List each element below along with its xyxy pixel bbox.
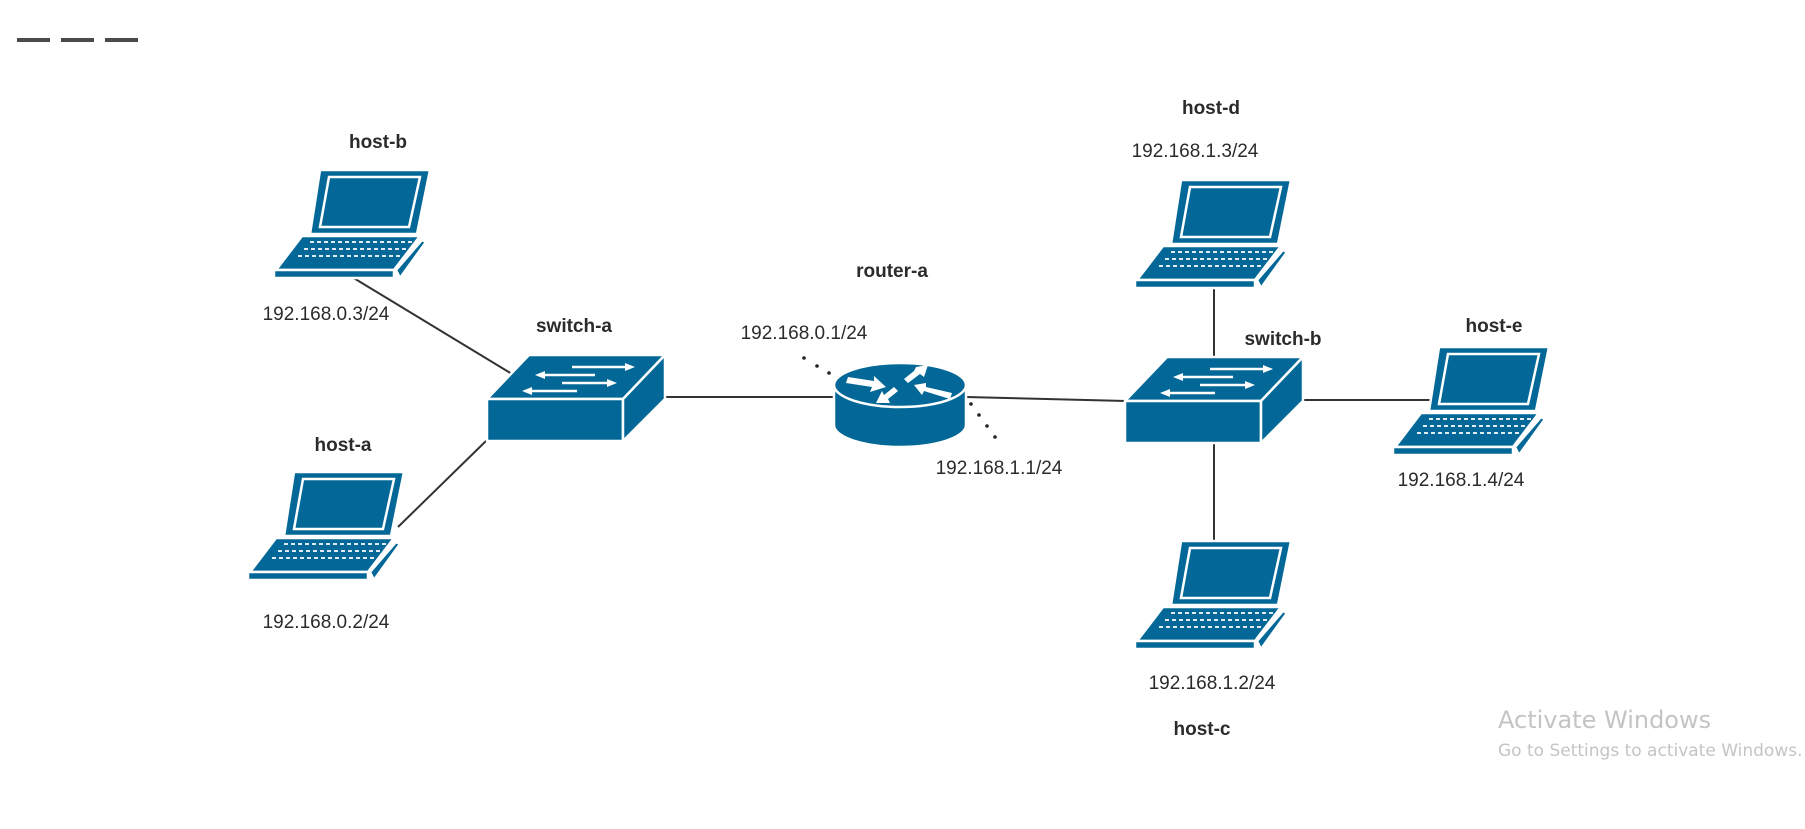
device-name-switch-b: switch-b — [1244, 329, 1321, 350]
device-name-host-a: host-a — [315, 435, 372, 456]
laptop-icon-host-c[interactable] — [1133, 539, 1293, 651]
three-dashes-icon[interactable] — [17, 38, 138, 42]
device-name-host-d: host-d — [1182, 98, 1240, 119]
laptop-icon-host-a[interactable] — [246, 470, 406, 582]
switch-icon-switch-b[interactable] — [1123, 355, 1305, 445]
watermark-subtitle: Go to Settings to activate Windows. — [1498, 741, 1803, 761]
device-name-host-b: host-b — [349, 132, 407, 153]
laptop-icon-host-d[interactable] — [1133, 178, 1293, 290]
device-name-host-c: host-c — [1174, 719, 1231, 740]
watermark-title: Activate Windows — [1498, 706, 1711, 734]
link-host-a-switch-a — [397, 439, 488, 528]
link-host-b-switch-a — [351, 276, 513, 375]
router-interface-ip-0: 192.168.0.1/24 — [741, 323, 868, 344]
device-ip-host-a: 192.168.0.2/24 — [263, 612, 390, 633]
router-icon-router-a[interactable] — [832, 361, 968, 449]
interface-marker-1 — [969, 402, 997, 439]
device-ip-host-e: 192.168.1.4/24 — [1398, 470, 1525, 491]
device-ip-host-d: 192.168.1.3/24 — [1132, 141, 1259, 162]
device-name-switch-a: switch-a — [536, 316, 612, 337]
link-router-a-switch-b — [965, 396, 1127, 402]
device-ip-host-c: 192.168.1.2/24 — [1149, 673, 1276, 694]
device-ip-host-b: 192.168.0.3/24 — [263, 304, 390, 325]
device-name-router-a: router-a — [856, 261, 928, 282]
interface-marker-0 — [802, 356, 831, 375]
switch-icon-switch-a[interactable] — [485, 353, 667, 443]
router-interface-ip-1: 192.168.1.1/24 — [936, 458, 1063, 479]
device-name-host-e: host-e — [1466, 316, 1523, 337]
laptop-icon-host-b[interactable] — [272, 168, 432, 280]
